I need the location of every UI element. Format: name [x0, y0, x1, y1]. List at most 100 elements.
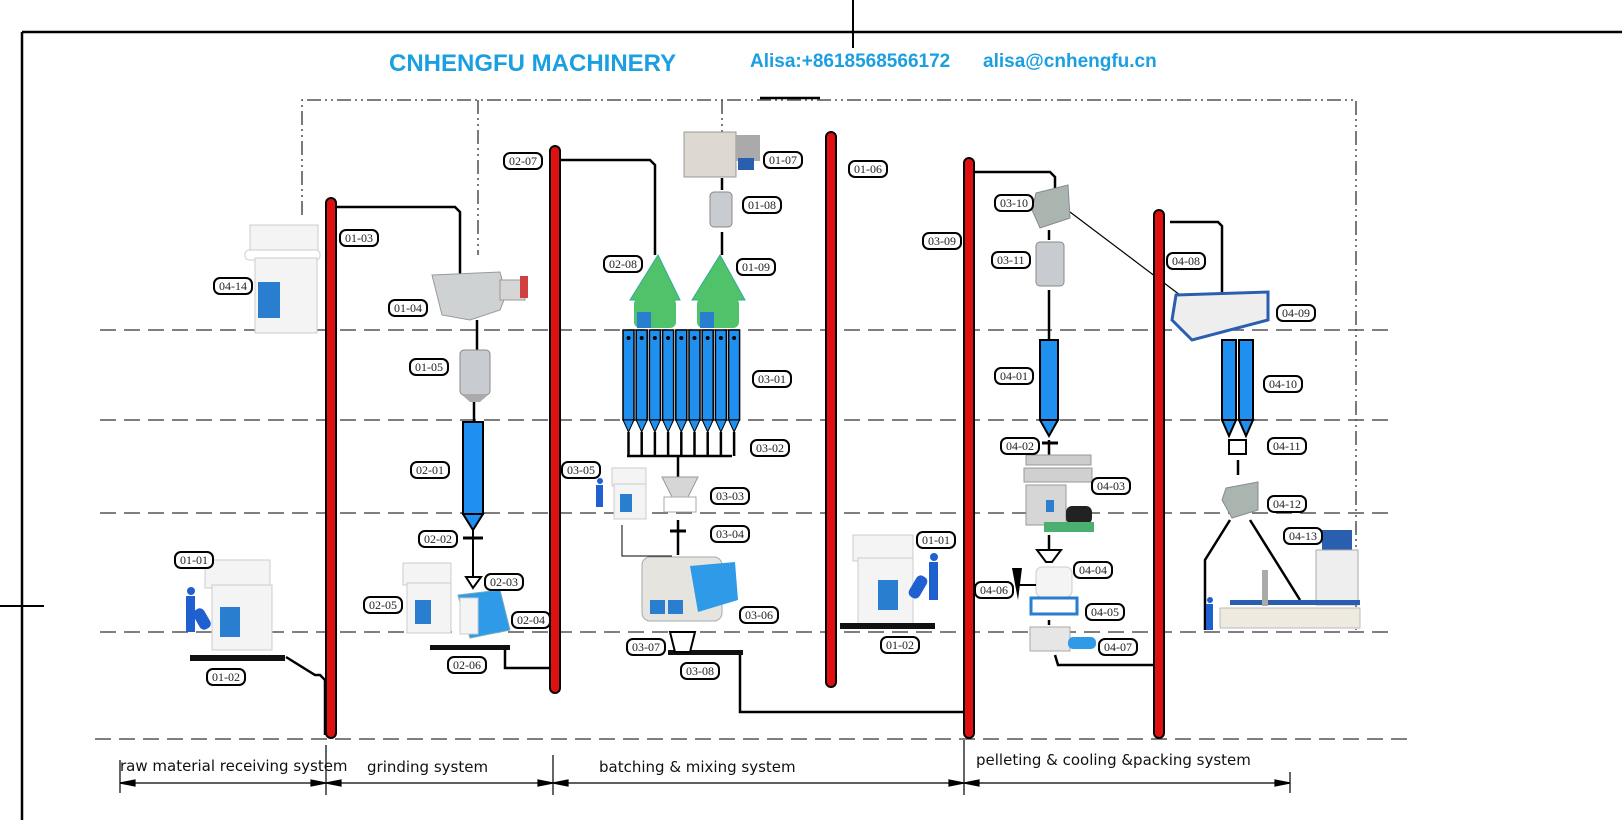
magnet-cylinder-icon [709, 191, 733, 228]
sifter-icon [683, 131, 760, 178]
operator-icon [596, 478, 603, 507]
equipment-label: 03-06 [739, 606, 779, 624]
dust-collector-icon [611, 467, 647, 520]
batching-bin [635, 329, 648, 456]
mixer-icon [641, 556, 738, 653]
equipment-label: 02-04 [511, 611, 551, 629]
floor-lines [95, 329, 1415, 740]
equipment-label: 04-10 [1263, 375, 1303, 393]
scale-hopper-icon [661, 476, 699, 533]
equipment-label: 04-02 [1000, 437, 1040, 455]
equipment-label: 01-01 [174, 551, 214, 569]
equipment-label: 04-06 [974, 581, 1014, 599]
equipment-label: 03-01 [752, 370, 792, 388]
bucket-elevator-icon [825, 131, 837, 688]
dust-collector-icon [852, 534, 914, 629]
equipment-label: 01-02 [206, 668, 246, 686]
silo-icon [1237, 339, 1255, 439]
equipment-label: 04-14 [213, 277, 253, 295]
batching-bins [622, 329, 741, 456]
equipment-label: 03-03 [710, 487, 750, 505]
magnet-cylinder-icon [459, 349, 491, 402]
company-title: CNHENGFU MACHINERY [389, 50, 677, 77]
dust-collector-icon [402, 562, 452, 634]
bucket-elevators [325, 131, 1165, 739]
batching-bin [648, 329, 662, 456]
pulse-dust-collector-icon [629, 253, 681, 328]
equipment-label: 01-07 [763, 151, 803, 169]
bucket-elevator-icon [549, 145, 561, 694]
pulse-dust-collector-icon [691, 254, 746, 328]
equipment-label: 03-05 [561, 461, 601, 479]
hammer-mill-icon [457, 589, 511, 639]
equipment-label: 04-11 [1267, 437, 1307, 455]
flow-lines [285, 96, 1302, 735]
equipment-label: 01-06 [848, 160, 888, 178]
batching-bin [661, 329, 675, 456]
silo-icon [1038, 339, 1060, 445]
equipment-label: 01-08 [742, 196, 782, 214]
screw-conveyor-icon [190, 655, 285, 661]
batching-bin [688, 329, 701, 456]
equipment-label: 04-01 [994, 367, 1034, 385]
screw-conveyor-icon [430, 645, 510, 650]
equipment-label: 03-11 [991, 251, 1031, 269]
equipment-label: 03-07 [626, 638, 666, 656]
equipment-label: 02-08 [603, 255, 643, 273]
screw-conveyor-icon [840, 623, 935, 629]
system-label-batching: batching & mixing system [599, 758, 796, 776]
dust-collector-icon [244, 224, 321, 334]
gate-icon [1228, 439, 1247, 455]
equipment-label: 01-01 [916, 531, 956, 549]
system-label-raw-material: raw material receiving system [120, 757, 348, 775]
system-label-pelleting: pelleting & cooling &packing system [976, 751, 1251, 769]
equipment-label: 02-05 [363, 596, 403, 614]
equipment-label: 04-03 [1091, 477, 1131, 495]
contact-phone: Alisa:+8618568566172 [750, 51, 951, 72]
batching-bin [714, 329, 728, 456]
equipment-label: 02-02 [418, 530, 458, 548]
batching-bin [622, 329, 635, 456]
equipment-label: 01-04 [388, 299, 428, 317]
equipment-label: 01-09 [736, 258, 776, 276]
contact-email[interactable]: alisa@cnhengfu.cn [983, 51, 1157, 72]
batching-bin [727, 329, 741, 456]
equipment-label: 02-07 [503, 152, 543, 170]
equipment-label: 02-03 [484, 573, 524, 591]
batching-bin [701, 329, 714, 456]
operator-icon [186, 587, 211, 632]
magnet-cylinder-icon [1035, 241, 1065, 287]
equipment-label: 02-01 [410, 461, 450, 479]
bucket-elevator-icon [325, 197, 337, 739]
batching-bin [675, 329, 688, 456]
collector-manifold [627, 454, 732, 472]
crumbler-icon [1029, 626, 1096, 652]
equipment-label: 03-02 [750, 439, 790, 457]
silo-icon [1220, 339, 1238, 439]
pellet-mill-icon [1023, 454, 1094, 532]
screw-conveyor-icon [668, 650, 743, 655]
distributor-icon [1221, 481, 1259, 519]
equipment-label: 03-08 [680, 662, 720, 680]
equipment-label: 03-10 [994, 194, 1034, 212]
equipment-label: 03-04 [710, 525, 750, 543]
equipment-label: 03-09 [922, 232, 962, 250]
equipment-label: 04-12 [1267, 495, 1307, 513]
bucket-elevator-icon [1153, 209, 1165, 739]
operator-icon [908, 553, 938, 600]
equipment-label: 01-02 [880, 636, 920, 654]
equipment-label: 04-13 [1283, 527, 1323, 545]
packing-scale-icon [1219, 530, 1361, 629]
screener-icon [1170, 290, 1270, 342]
dust-collector-icon [204, 559, 273, 651]
equipment-label: 01-03 [339, 229, 379, 247]
cooler-icon [1012, 549, 1079, 616]
bucket-elevator-icon [963, 157, 975, 739]
silo-icon [461, 421, 485, 590]
system-label-grinding: grinding system [367, 758, 489, 776]
dust-line [621, 525, 672, 557]
system-dimension-lines [119, 740, 1291, 795]
